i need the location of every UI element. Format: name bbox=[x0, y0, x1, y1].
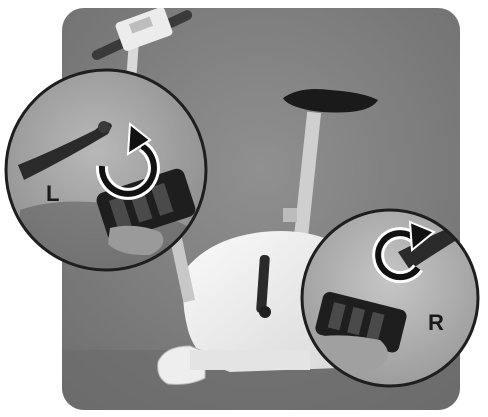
right-detail-lens bbox=[302, 210, 478, 386]
base-bar bbox=[190, 350, 310, 370]
seat-adjust-knob-icon bbox=[283, 208, 297, 222]
left-side-label: L bbox=[46, 183, 59, 205]
right-side-label: R bbox=[428, 312, 444, 334]
